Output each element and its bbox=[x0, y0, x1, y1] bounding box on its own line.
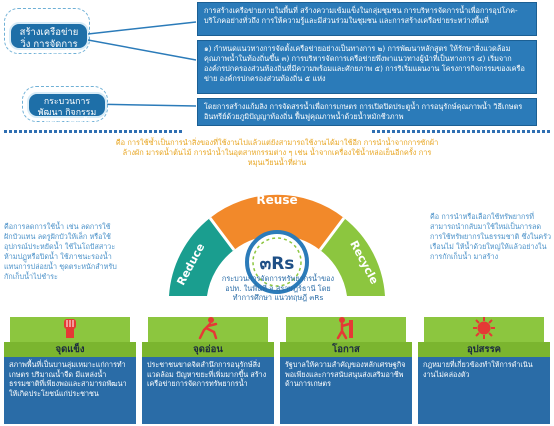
virus-icon bbox=[473, 317, 495, 339]
wheel-caption-text: กระบวนการจัดการทรัพยากรน้ำของ อปท. ในพื้… bbox=[221, 274, 335, 303]
wheel-reuse-text: Reuse bbox=[256, 193, 297, 207]
network-label-text: สร้างเครือข่าย วิ่ง การจัดการทรัพยากรน้ำ bbox=[19, 27, 79, 62]
recycle-description-text: คือ การนำหรือเลือกใช้ทรัพยากรที่สามารถนำ… bbox=[430, 212, 552, 261]
intro-text: การสร้างเครือข่ายภายในพื้นที่ สร้างความเ… bbox=[204, 6, 518, 25]
opportunity-body: รัฐบาลให้ความสำคัญของหลักเศรษฐกิจพอเพียง… bbox=[285, 360, 406, 389]
process-label-frame bbox=[22, 86, 108, 122]
divider-left bbox=[4, 130, 184, 133]
strength-body: สภาพพื้นที่เป็นบานลุ่มเหมาะแก่การทำเกษตร… bbox=[9, 360, 127, 398]
opportunity-title: โอกาส bbox=[280, 342, 412, 357]
recycle-description: คือ การนำหรือเลือกใช้ทรัพยากรที่สามารถนำ… bbox=[430, 212, 552, 292]
weakness-body: ประชาชนขาดจิตสำนึกการอนุรักษ์สิ่งแวดล้อม… bbox=[147, 360, 267, 389]
stumbling-person-icon bbox=[198, 317, 218, 340]
tech-text: โดยการสร้างแก้มลิง การจัดสรรน้ำเพื่อการเ… bbox=[204, 102, 523, 121]
network-label-frame bbox=[4, 8, 90, 54]
threat-title: อุปสรรค bbox=[418, 342, 550, 357]
weakness-title: จุดอ่อน bbox=[142, 342, 274, 357]
reduce-segment bbox=[169, 218, 234, 296]
threat-column: อุปสรรค กฎหมายที่เกี่ยวข้องทำให้การดำเนิ… bbox=[418, 342, 550, 424]
intro-box: การสร้างเครือข่ายภายในพื้นที่ สร้างความเ… bbox=[197, 2, 537, 36]
opportunity-column: โอกาส รัฐบาลให้ความสำคัญของหลักเศรษฐกิจพ… bbox=[280, 342, 412, 424]
tech-box: โดยการสร้างแก้มลิง การจัดสรรน้ำเพื่อการเ… bbox=[197, 98, 537, 126]
wheel-caption: กระบวนการจัดการทรัพยากรน้ำของ อปท. ในพื้… bbox=[218, 274, 338, 310]
strength-column: จุดแข็ง สภาพพื้นที่เป็นบานลุ่มเหมาะแก่กา… bbox=[4, 342, 136, 424]
network-label: สร้างเครือข่าย วิ่ง การจัดการทรัพยากรน้ำ bbox=[9, 22, 89, 62]
three-rs-wheel: ๓Rs Reuse Reduce Recycle bbox=[169, 193, 385, 296]
reuse-segment bbox=[210, 194, 344, 250]
barrier-person-icon bbox=[336, 317, 353, 340]
weakness-column: จุดอ่อน ประชาชนขาดจิตสำนึกการอนุรักษ์สิ่… bbox=[142, 342, 274, 424]
process-label: กระบวนการพัฒนา กิจกรรมเทคโนโลยีพื้นบ้าน bbox=[27, 92, 107, 140]
recycle-segment bbox=[320, 218, 385, 296]
reuse-description-text: คือ การใช้ซ้ำเป็นการนำสิ่งของที่ใช้งานไป… bbox=[115, 138, 439, 167]
reuse-description: คือ การใช้ซ้ำเป็นการนำสิ่งของที่ใช้งานไป… bbox=[112, 138, 442, 170]
threat-body: กฎหมายที่เกี่ยวข้องทำให้การดำเนินงานไม่ค… bbox=[423, 360, 533, 379]
process-label-text: กระบวนการพัฒนา กิจกรรมเทคโนโลยีพื้นบ้าน bbox=[37, 97, 97, 140]
strength-title: จุดแข็ง bbox=[4, 342, 136, 357]
fist-icon bbox=[64, 319, 76, 338]
divider-right bbox=[372, 130, 550, 133]
wheel-center-text: ๓Rs bbox=[260, 254, 295, 274]
reduce-description: คือการลดการใช้น้ำ เช่น ลดการใช้ฝักบัวแทน… bbox=[4, 222, 118, 294]
steps-text: ๑) กำหนดแนวทางการจัดตั้งเครือข่ายอย่างเป… bbox=[204, 44, 525, 83]
reduce-description-text: คือการลดการใช้น้ำ เช่น ลดการใช้ฝักบัวแทน… bbox=[4, 222, 117, 281]
steps-box: ๑) กำหนดแนวทางการจัดตั้งเครือข่ายอย่างเป… bbox=[197, 40, 537, 94]
